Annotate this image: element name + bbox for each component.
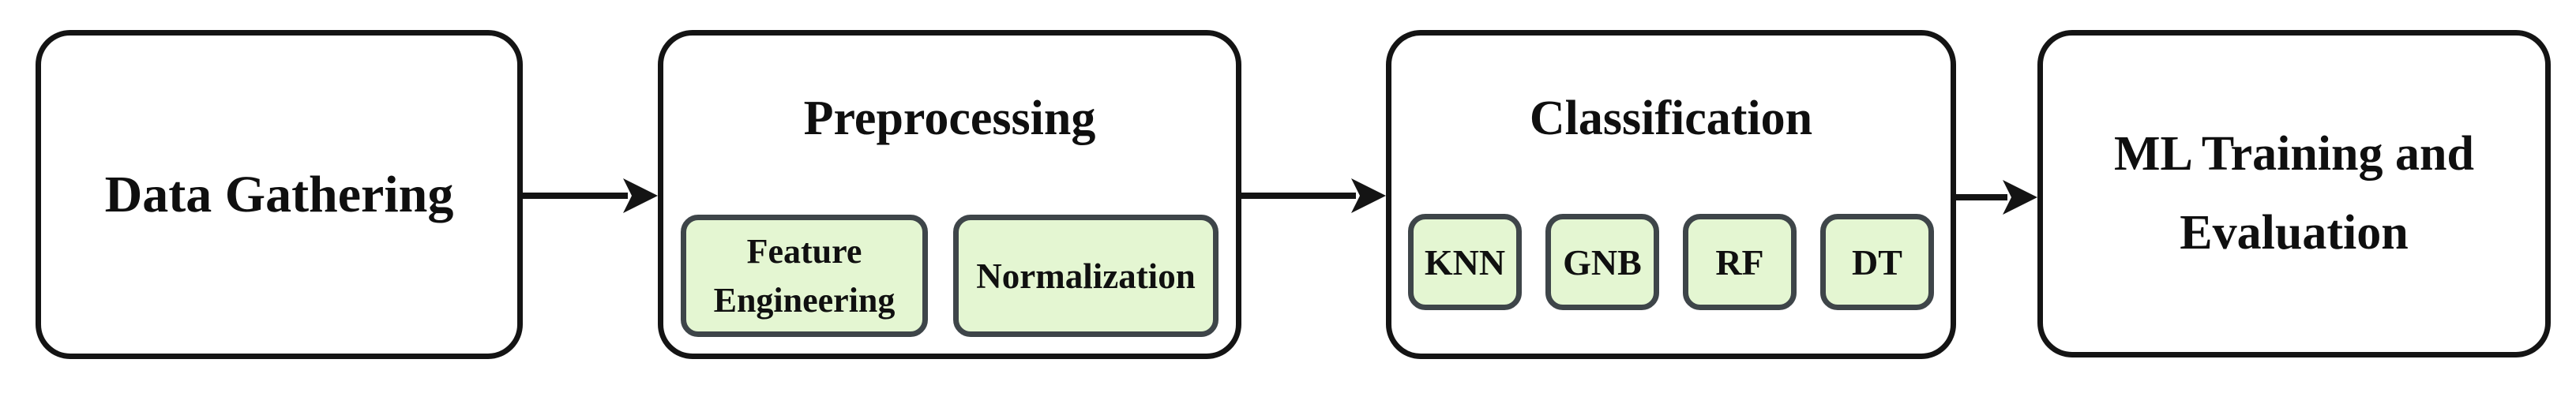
chip-normalization: Normalization [953,215,1219,337]
chip-feature-engineering: Feature Engineering [681,215,928,337]
right-arrow-icon [1241,178,1386,213]
stage-label-classification: Classification [1529,92,1813,145]
preprocessing-chip-row: Feature Engineering Normalization [663,215,1236,337]
stage-ml-training-evaluation: ML Training and Evaluation [2037,30,2551,357]
chip-label: RF [1715,241,1764,283]
stage-preprocessing: Preprocessing Feature Engineering Normal… [658,30,1241,359]
chip-label: GNB [1563,241,1642,283]
chip-label: Normalization [976,256,1196,296]
right-arrow-icon [523,178,658,213]
chip-gnb: GNB [1545,214,1659,310]
chip-label: KNN [1424,241,1506,283]
chip-rf: RF [1683,214,1797,310]
stage-label-ml-training-evaluation: ML Training and Evaluation [2114,127,2474,260]
stage-classification: Classification KNN GNB RF DT [1386,30,1956,359]
chip-knn: KNN [1408,214,1522,310]
stage-label-data-gathering: Data Gathering [104,165,454,223]
chip-dt: DT [1820,214,1934,310]
stage-label-preprocessing: Preprocessing [803,92,1096,145]
stage-data-gathering: Data Gathering [36,30,523,359]
classification-chip-row: KNN GNB RF DT [1391,214,1951,310]
chip-label: DT [1852,241,1902,283]
chip-label: Feature Engineering [713,231,896,320]
right-arrow-icon [1956,180,2037,215]
